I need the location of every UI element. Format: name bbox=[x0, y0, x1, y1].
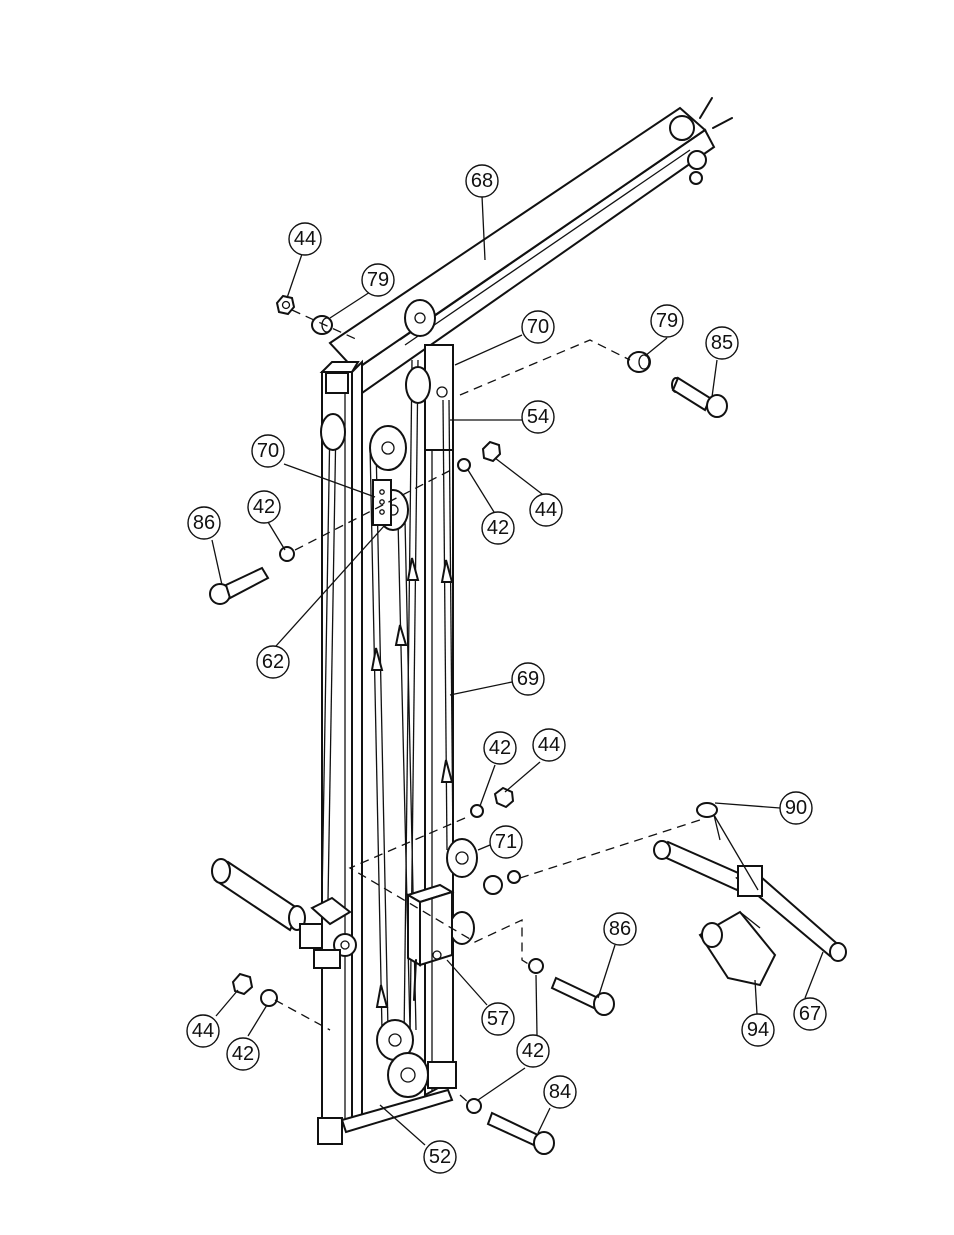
callout-86: 86 bbox=[187, 506, 221, 540]
callout-84: 84 bbox=[543, 1075, 577, 1109]
callout-79: 79 bbox=[361, 263, 395, 297]
callout-label-44: 44 bbox=[535, 499, 557, 521]
callout-label-52: 52 bbox=[429, 1146, 451, 1168]
callout-label-86: 86 bbox=[193, 512, 215, 534]
hardware bbox=[209, 294, 728, 1155]
callout-label-69: 69 bbox=[517, 668, 539, 690]
callout-42: 42 bbox=[516, 1034, 550, 1068]
callout-69: 69 bbox=[511, 662, 545, 696]
callout-44: 44 bbox=[288, 222, 322, 256]
callout-44: 44 bbox=[529, 493, 563, 527]
callout-52: 52 bbox=[423, 1140, 457, 1174]
accessories bbox=[653, 802, 847, 987]
callout-42: 42 bbox=[247, 490, 281, 524]
callout-68: 68 bbox=[465, 164, 499, 198]
callout-label-42: 42 bbox=[489, 737, 511, 759]
callout-71: 71 bbox=[489, 825, 523, 859]
callout-90: 90 bbox=[779, 791, 813, 825]
callout-label-62: 62 bbox=[262, 651, 284, 673]
callout-86: 86 bbox=[603, 912, 637, 946]
callout-67: 67 bbox=[793, 997, 827, 1031]
carriage bbox=[405, 870, 521, 1001]
callout-label-70: 70 bbox=[257, 440, 279, 462]
callout-label-44: 44 bbox=[294, 228, 316, 250]
callout-label-70: 70 bbox=[527, 316, 549, 338]
callout-94: 94 bbox=[741, 1013, 775, 1047]
callout-label-71: 71 bbox=[495, 831, 517, 853]
callout-label-90: 90 bbox=[785, 797, 807, 819]
callout-label-85: 85 bbox=[711, 332, 733, 354]
callout-label-79: 79 bbox=[656, 310, 678, 332]
callout-42: 42 bbox=[481, 511, 515, 545]
callout-label-44: 44 bbox=[538, 734, 560, 756]
callout-label-42: 42 bbox=[522, 1040, 544, 1062]
callout-label-67: 67 bbox=[799, 1003, 821, 1025]
callout-42: 42 bbox=[226, 1037, 260, 1071]
callout-79: 79 bbox=[650, 304, 684, 338]
callout-62: 62 bbox=[256, 645, 290, 679]
callout-57: 57 bbox=[481, 1002, 515, 1036]
callout-44: 44 bbox=[532, 728, 566, 762]
callout-label-84: 84 bbox=[549, 1081, 571, 1103]
callout-label-57: 57 bbox=[487, 1008, 509, 1030]
leader-lines bbox=[211, 195, 824, 1146]
callout-54: 54 bbox=[521, 400, 555, 434]
callout-44: 44 bbox=[186, 1014, 220, 1048]
callout-label-94: 94 bbox=[747, 1019, 769, 1041]
pulleys bbox=[320, 366, 478, 1098]
callout-70: 70 bbox=[251, 434, 285, 468]
callout-label-86: 86 bbox=[609, 918, 631, 940]
assembly-lines bbox=[274, 309, 701, 1105]
callout-label-42: 42 bbox=[232, 1043, 254, 1065]
callout-70: 70 bbox=[521, 310, 555, 344]
top-arm bbox=[328, 97, 733, 395]
callout-85: 85 bbox=[705, 326, 739, 360]
side-handle bbox=[211, 858, 357, 969]
callout-label-54: 54 bbox=[527, 406, 549, 428]
callout-42: 42 bbox=[483, 731, 517, 765]
callout-label-68: 68 bbox=[471, 170, 493, 192]
callouts: 68 44 79 70 79 85 54 70 42 86 42 44 62 6… bbox=[186, 164, 827, 1174]
callout-label-42: 42 bbox=[487, 517, 509, 539]
callout-label-42: 42 bbox=[253, 496, 275, 518]
callout-label-79: 79 bbox=[367, 269, 389, 291]
callout-label-44: 44 bbox=[192, 1020, 214, 1042]
